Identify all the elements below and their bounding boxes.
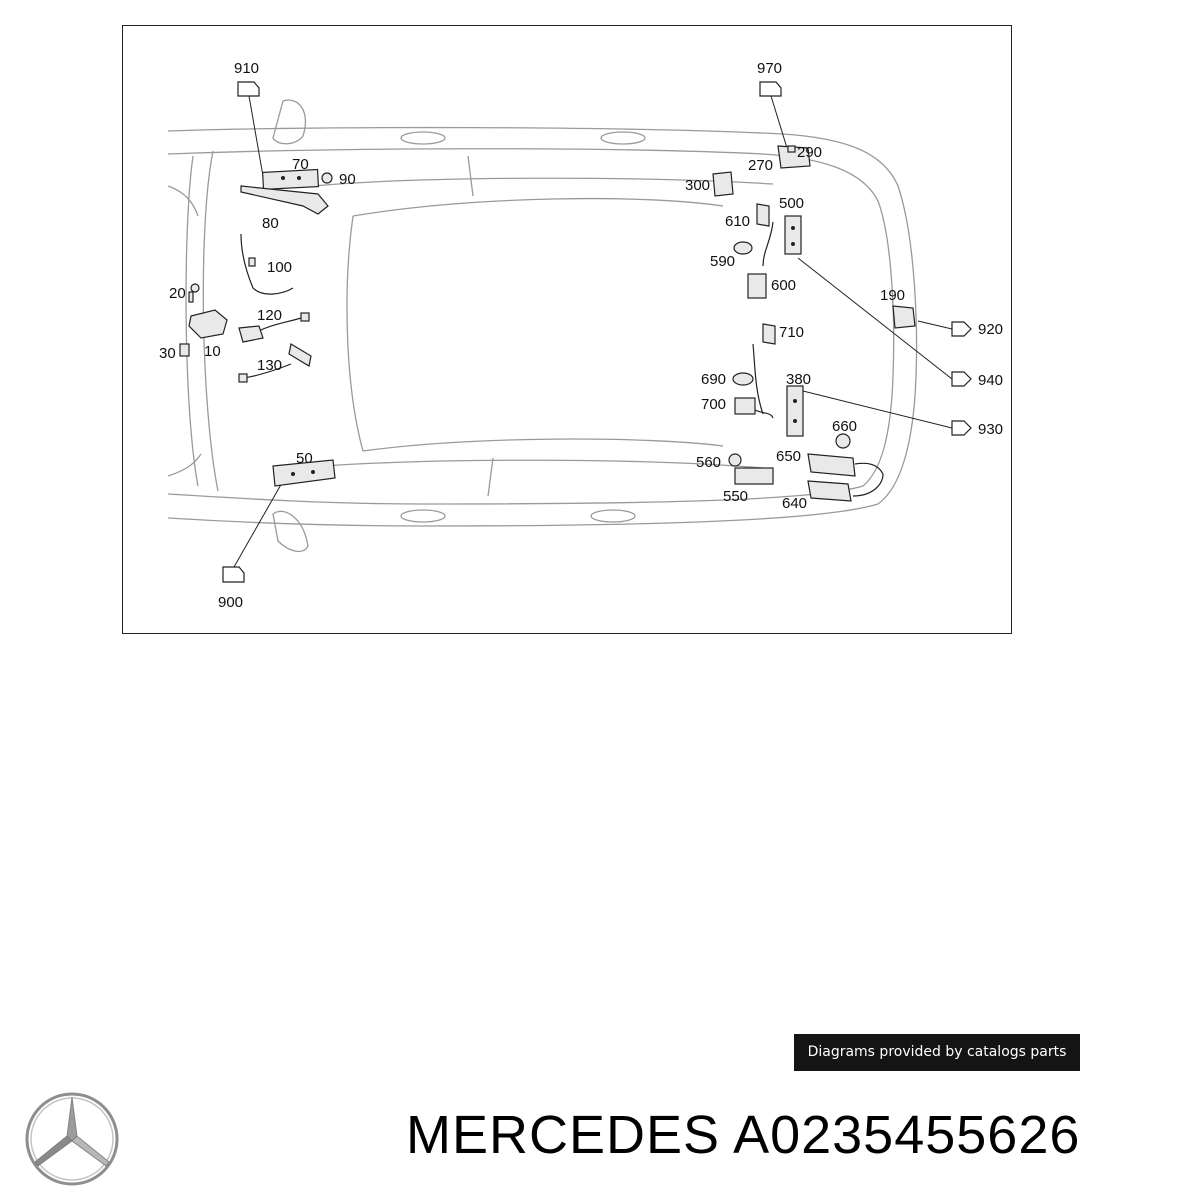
label-910: 910: [234, 60, 259, 77]
label-970: 970: [757, 60, 782, 77]
label-640: 640: [782, 495, 807, 512]
label-600: 600: [771, 277, 796, 294]
label-50: 50: [296, 450, 313, 467]
component-parts: [179, 145, 916, 502]
label-270: 270: [748, 157, 773, 174]
label-380: 380: [786, 371, 811, 388]
label-20: 20: [169, 285, 186, 302]
label-920: 920: [978, 321, 1003, 338]
label-900: 900: [218, 594, 243, 611]
part-title: MERCEDES A0235455626: [406, 1105, 1081, 1165]
label-560: 560: [696, 454, 721, 471]
label-190: 190: [880, 287, 905, 304]
parts-diagram: 910 970 70 90 80 100 20 120 30 10 130 50…: [122, 25, 1012, 634]
leader-lines: [233, 95, 953, 568]
label-590: 590: [710, 253, 735, 270]
label-610: 610: [725, 213, 750, 230]
label-550: 550: [723, 488, 748, 505]
label-30: 30: [159, 345, 176, 362]
label-710: 710: [779, 324, 804, 341]
label-660: 660: [832, 418, 857, 435]
label-130: 130: [257, 357, 282, 374]
attribution-banner: Diagrams provided by catalogs parts: [794, 1034, 1080, 1071]
mercedes-star-icon: [25, 1092, 119, 1186]
car-wiring-diagram: 910 970 70 90 80 100 20 120 30 10 130 50…: [159, 60, 1003, 611]
label-500: 500: [779, 195, 804, 212]
label-70: 70: [292, 156, 309, 173]
label-90: 90: [339, 171, 356, 188]
label-690: 690: [701, 371, 726, 388]
label-930: 930: [978, 421, 1003, 438]
label-120: 120: [257, 307, 282, 324]
label-300: 300: [685, 177, 710, 194]
label-940: 940: [978, 372, 1003, 389]
label-650: 650: [776, 448, 801, 465]
label-100: 100: [267, 259, 292, 276]
label-290: 290: [797, 144, 822, 161]
label-700: 700: [701, 396, 726, 413]
car-outline: [167, 99, 918, 553]
label-80: 80: [262, 215, 279, 232]
label-10: 10: [204, 343, 221, 360]
part-number-labels: 910 970 70 90 80 100 20 120 30 10 130 50…: [159, 60, 1003, 611]
reference-boxes: [222, 81, 972, 583]
